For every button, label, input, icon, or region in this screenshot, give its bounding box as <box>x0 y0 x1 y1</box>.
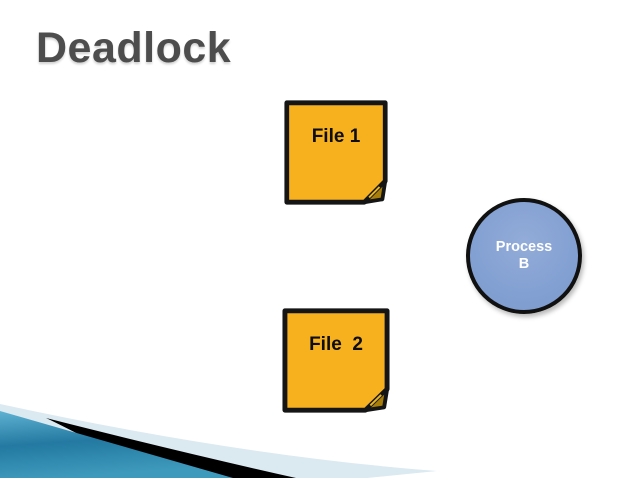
sticky-note-file1: File 1 <box>283 99 389 206</box>
process-b-label-line1: Process <box>495 238 553 255</box>
note-fold-highlight <box>369 394 382 407</box>
note-fold-highlight <box>368 186 381 199</box>
process-b-label-line2: B <box>518 256 530 272</box>
folded-note-shape <box>282 308 390 413</box>
swoosh-teal-wedge <box>0 411 233 478</box>
process-b-circle: Process B <box>466 198 582 314</box>
note-body <box>284 100 388 205</box>
corner-swoosh-decoration <box>0 404 437 478</box>
slide-title: Deadlock <box>36 24 232 72</box>
note-label-file1: File 1 <box>311 126 361 147</box>
folded-note-shape <box>284 100 388 205</box>
sticky-note-file2: File 2 <box>281 307 391 414</box>
note-label-file2: File 2 <box>309 334 363 355</box>
note-body <box>282 308 390 413</box>
